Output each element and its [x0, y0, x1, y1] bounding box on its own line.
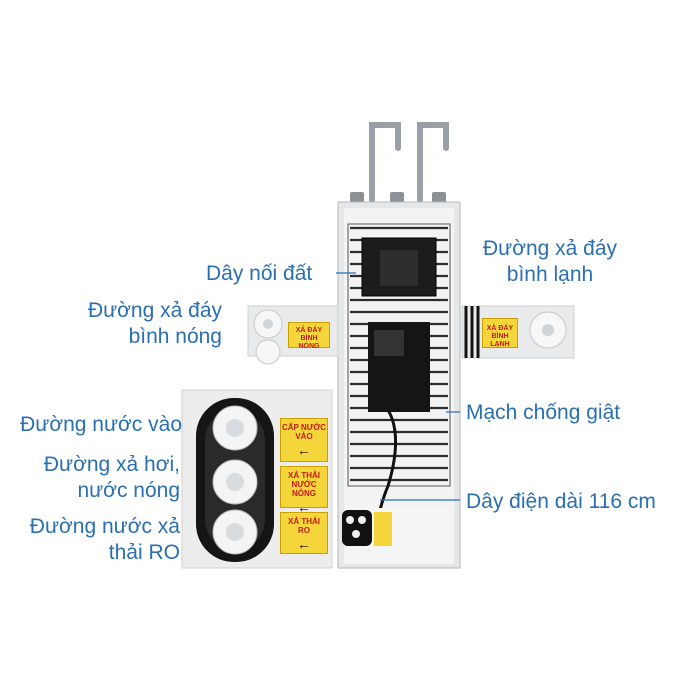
coil-frame: [347, 223, 451, 487]
label-cold-tank-drain: Đường xả đáy bình lạnh: [482, 237, 618, 286]
arrow-left-icon: ←: [297, 442, 311, 458]
label-steam-drain: Đường xả hơi, nước nóng: [43, 453, 180, 502]
arrow-left-icon: ←: [297, 499, 311, 515]
tag-cold-tank: XẢ ĐÁY BÌNH LẠNH: [482, 318, 518, 348]
tag-hot-tank: XẢ ĐÁY BÌNH NÓNG: [288, 322, 330, 350]
label-anti-shock: Mạch chống giật: [466, 401, 621, 424]
cold-tank-drain-inset: [461, 305, 575, 359]
leader-lines: [336, 272, 460, 501]
label-power-cord: Dây điện dài 116 cm: [466, 490, 656, 513]
arrow-left-icon: ←: [297, 536, 311, 552]
label-ground-wire: Dây nối đất: [206, 262, 313, 285]
label-ro-waste: Đường nước xả thải RO: [29, 515, 180, 564]
mini-warning-labels: [374, 512, 392, 546]
faucets: [369, 122, 449, 203]
label-water-inlet: Đường nước vào: [20, 413, 182, 436]
mini-connector-plate: [342, 510, 372, 546]
tag-ro-drain: XẢ THẢI RO ←: [280, 512, 328, 554]
tag-water-supply: CẤP NƯỚC VÀO ←: [280, 418, 328, 462]
tag-hot-drain: XẢ THẢI NƯỚC NÓNG ←: [280, 466, 328, 514]
label-hot-tank-drain: Đường xả đáy bình nóng: [87, 299, 222, 348]
